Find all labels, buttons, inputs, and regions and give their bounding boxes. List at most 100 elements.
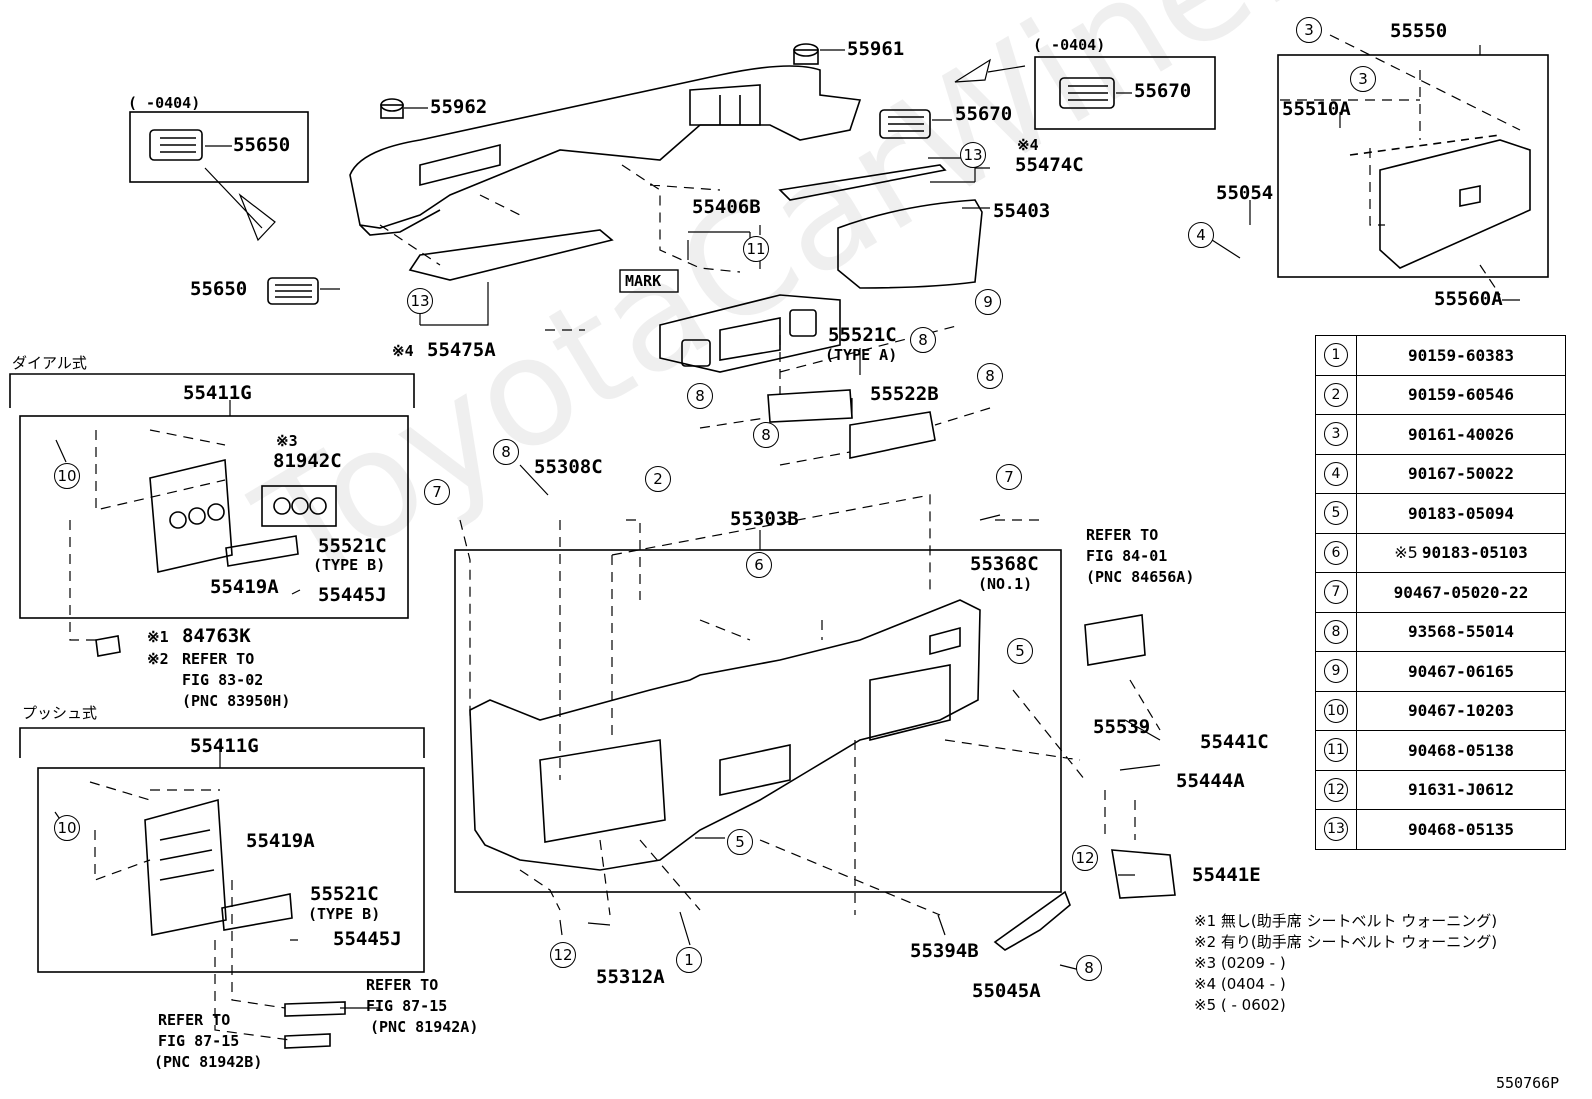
bezel-55406B [659,294,841,373]
callout-1: 1 [676,947,702,973]
label-type-b1: (TYPE B) [313,556,386,574]
mark-box [619,269,679,293]
callout-5-right: 5 [1007,638,1033,664]
reference-number: 12 [1324,777,1348,802]
label-55312A: 55312A [596,966,665,988]
reference-part-number: 90468-05138 [1408,740,1514,760]
reference-part-number: 90468-05135 [1408,819,1514,839]
callout-5-center: 5 [727,829,753,855]
callout-13-right: 13 [960,142,986,168]
dial-panel-55411G [149,459,233,573]
callout-4: 4 [1188,222,1214,248]
callout-10-dial: 10 [54,463,80,489]
footnote: ※1 無し(助手席 シートベルト ウォーニング) [1194,912,1498,930]
hood-55403 [837,199,983,289]
label-type-b2: (TYPE B) [308,905,381,923]
label-55403: 55403 [993,200,1051,222]
reference-number: 2 [1324,382,1348,407]
lower-panel-55303B [469,599,981,871]
label-55411G-dial: 55411G [183,382,252,404]
label-date-0404-left: ( -0404) [128,94,201,112]
label-55419A-2: 55419A [246,830,315,852]
label-type-a: (TYPE A) [825,346,898,364]
label-55411G-push: 55411G [190,735,259,757]
top-strip [778,164,947,201]
vent-55670-loose [879,109,931,139]
label-55474C: 55474C [1015,154,1084,176]
box-55441E [1111,849,1176,899]
label-refer-83: REFER TO [182,650,255,668]
label-55962: 55962 [430,96,488,118]
label-fig-83: FIG 83-02 [182,671,264,689]
footnote: ※2 有り(助手席 シートベルト ウォーニング) [1194,933,1498,951]
reference-part-number: 90467-06165 [1408,661,1514,681]
figure-id: 550766P [1496,1074,1560,1092]
label-55560A: 55560A [1434,288,1503,310]
callout-8-e: 8 [493,439,519,465]
section-dial-title: ダイアル式 [12,354,87,372]
callout-12-right: 12 [1072,845,1098,871]
reference-number: 8 [1324,619,1348,644]
label-pnc-83: (PNC 83950H) [182,692,291,710]
callout-8-f: 8 [1076,955,1102,981]
label-55441C: 55441C [1200,731,1269,753]
section-push-title: プッシュ式 [22,704,98,722]
reference-part-number: 90183-05094 [1408,503,1514,523]
reference-number: 13 [1324,817,1348,842]
callout-8-a: 8 [910,327,936,353]
label-55045A: 55045A [972,980,1041,1002]
switch-84763K [95,635,121,657]
footnote: ※3 (0209 - ) [1194,954,1286,972]
reference-number: 9 [1324,659,1348,684]
label-55445J-2: 55445J [333,928,402,950]
reference-part-number: 91631-J0612 [1408,780,1514,800]
knob-55961 [793,43,819,65]
callout-12-left: 12 [550,942,576,968]
switch-84656A [1084,614,1146,666]
callout-7-left: 7 [424,479,450,505]
label-note4-55475A: ※4 [392,342,414,360]
label-note1: ※1 [147,628,169,646]
reference-number: 7 [1324,580,1348,605]
label-55510A: 55510A [1282,98,1351,120]
label-note4-55474C: ※4 [1017,136,1039,154]
label-refer-87b: REFER TO [158,1011,231,1029]
box-push-type [37,767,425,973]
label-note3: ※3 [276,432,298,450]
label-55444A: 55444A [1176,770,1245,792]
label-55521C-type-a: 55521C [828,324,897,346]
label-55308C: 55308C [534,456,603,478]
box-55303B-lower-panel [454,549,1062,893]
reference-part-number: 93568-55014 [1408,622,1514,642]
reference-number: 5 [1324,501,1348,526]
label-refer-84: REFER TO [1086,526,1159,544]
label-fig-84: FIG 84-01 [1086,547,1168,565]
callout-11: 11 [743,236,769,262]
callout-8-b: 8 [977,363,1003,389]
box-dial-bracket [9,373,415,408]
knob-55962 [380,98,404,119]
plate-81942A [284,1001,346,1017]
label-note2: ※2 [147,650,169,668]
reference-number: 6 [1324,540,1348,565]
vent-55670-inset [1059,77,1115,109]
label-55670: 55670 [955,103,1013,125]
label-55303B: 55303B [730,508,799,530]
reference-row: 9 90467-06165 [1315,651,1566,692]
box-dial-type [19,415,409,619]
label-55445J-1: 55445J [318,584,387,606]
reference-number: 11 [1324,738,1348,763]
callout-3: 3 [1350,66,1376,92]
callout-3-top: 3 [1296,17,1322,43]
reference-number: 10 [1324,698,1348,723]
arrow-left [204,167,276,242]
footnote: ※5 ( - 0602) [1194,996,1286,1014]
label-pnc-87b: (PNC 81942B) [154,1053,263,1071]
label-date-0404-right: ( -0404) [1033,36,1106,54]
label-55522B: 55522B [870,383,939,405]
